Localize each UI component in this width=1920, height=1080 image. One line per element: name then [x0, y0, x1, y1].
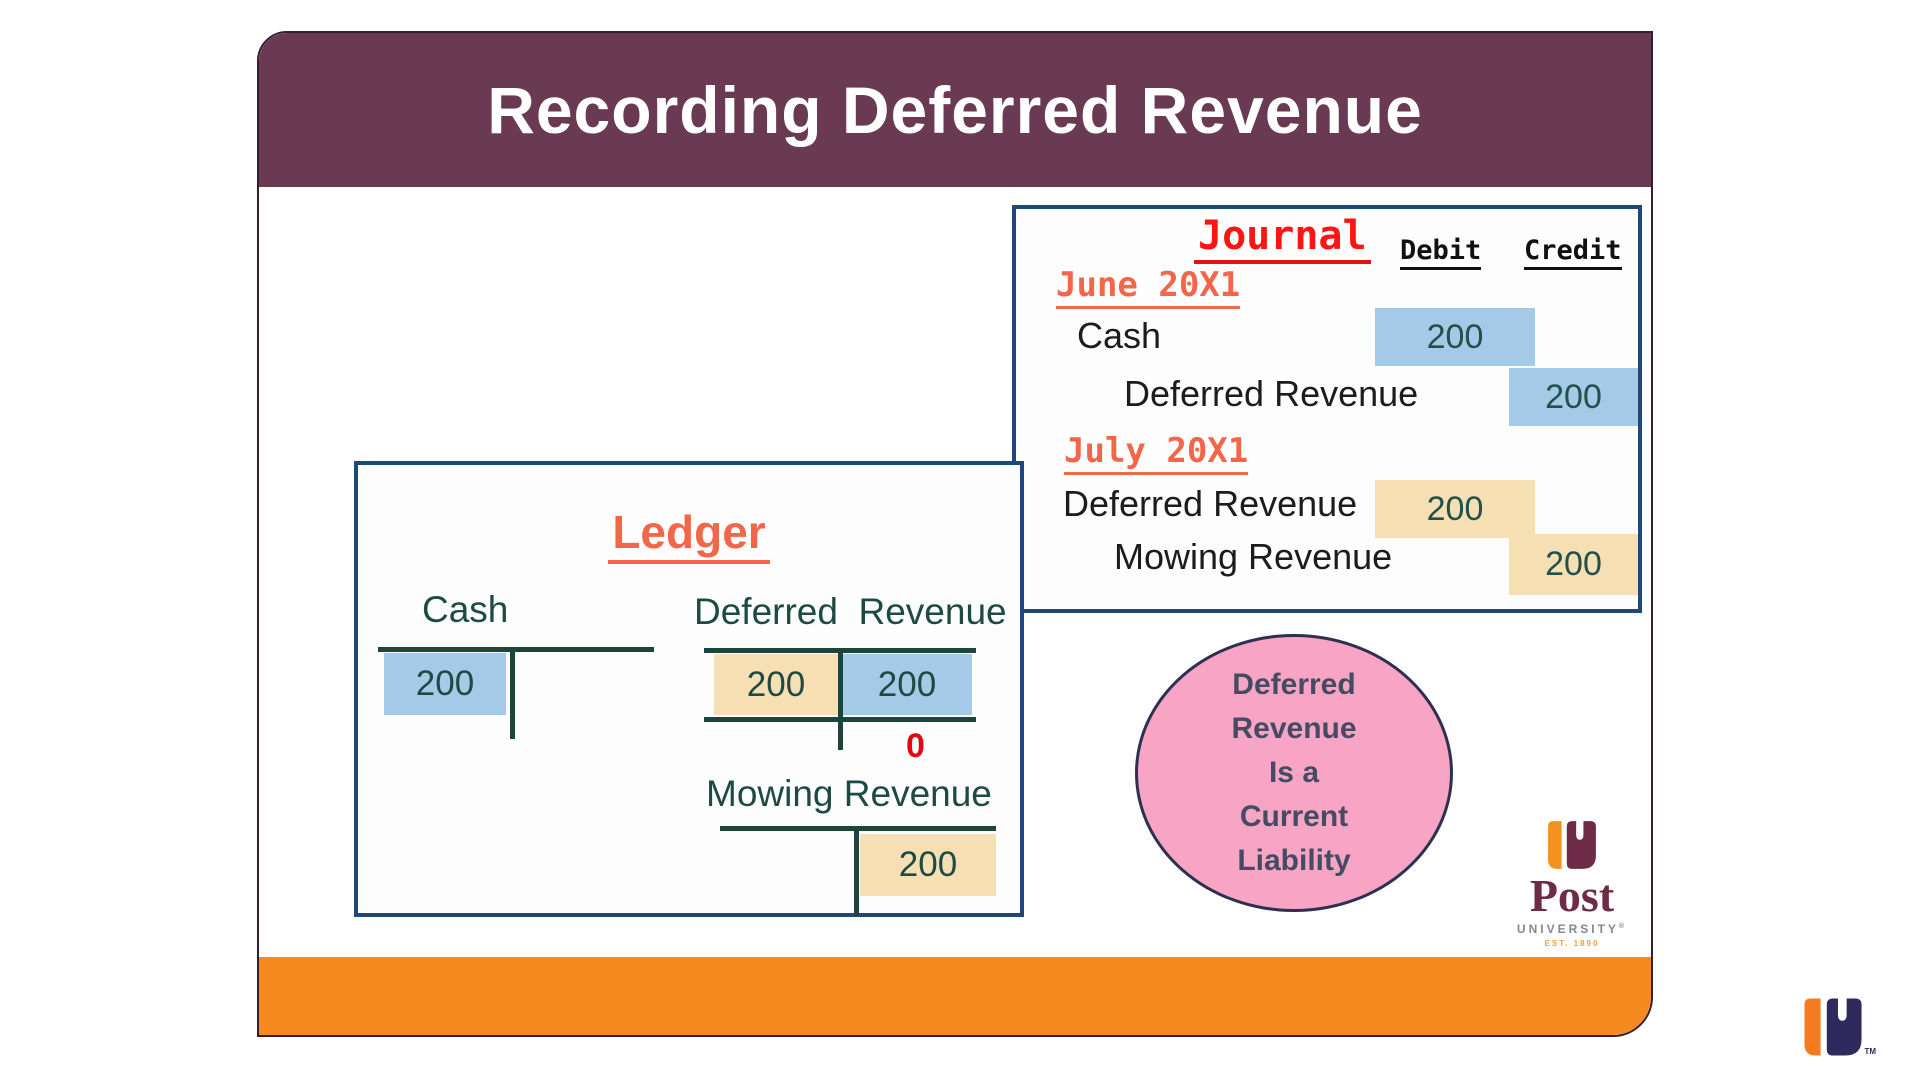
corner-u-mark-icon: [1804, 998, 1862, 1056]
deferred-revenue-callout: Deferred Revenue Is a Current Liability: [1135, 634, 1453, 912]
est-1890-text: EST. 1890: [1544, 939, 1600, 948]
journal-title: Journal: [1194, 213, 1371, 264]
journal-date-june: June 20X1: [1056, 265, 1241, 309]
amount: 200: [1426, 317, 1484, 356]
journal-box: Journal Debit Credit June 20X1 Cash 200 …: [1012, 205, 1642, 613]
amount: 200: [1545, 377, 1602, 416]
mowing-revenue-stem: [854, 826, 859, 916]
amount: 200: [898, 845, 958, 884]
corner-logo: TM: [1800, 996, 1876, 1062]
university-label: UNIVERSITY: [1516, 922, 1619, 936]
deferred-revenue-debit-amount: 200: [714, 654, 838, 715]
callout-line: Liability: [1237, 844, 1351, 877]
cash-t-account-stem: [510, 647, 515, 739]
journal-july-credit-amount: 200: [1509, 534, 1638, 595]
university-text: UNIVERSITY®: [1517, 922, 1627, 936]
deferred-revenue-t-account-label: Deferred Revenue: [694, 591, 1007, 632]
slide-footer-bar: [259, 957, 1651, 1035]
callout-line: Deferred: [1232, 668, 1356, 701]
mowing-revenue-t-account-label: Mowing Revenue: [706, 773, 992, 814]
mowing-revenue-credit-amount: 200: [860, 834, 996, 896]
deferred-revenue-credit-amount: 200: [842, 654, 972, 715]
amount: 200: [415, 664, 475, 703]
ledger-title: Ledger: [608, 506, 770, 564]
amount: 200: [877, 664, 937, 704]
slide-title: Recording Deferred Revenue: [487, 73, 1423, 147]
journal-june-debit-account: Cash: [1077, 315, 1162, 356]
journal-july-debit-amount: 200: [1375, 480, 1535, 538]
post-university-logo: Post UNIVERSITY® EST. 1890: [1497, 819, 1647, 948]
journal-june-credit-account: Deferred Revenue: [1124, 373, 1419, 414]
journal-credit-header: Credit: [1524, 235, 1622, 270]
deferred-revenue-stem: [838, 648, 843, 750]
journal-july-credit-account: Mowing Revenue: [1114, 536, 1393, 577]
amount: 200: [746, 664, 806, 704]
post-wordmark: Post: [1529, 870, 1615, 921]
cash-t-account-top-line: [378, 647, 654, 652]
journal-debit-header: Debit: [1400, 235, 1482, 270]
deferred-revenue-balance: 0: [906, 727, 925, 765]
deferred-revenue-closing-line: [704, 717, 976, 722]
registered-mark: ®: [1618, 923, 1628, 930]
ledger-box: Ledger Cash 200 Deferred Revenue 200 200…: [354, 461, 1024, 917]
post-u-mark-icon: [1548, 821, 1596, 869]
ledger-title-row: Ledger: [358, 505, 1020, 564]
callout-line: Is a: [1268, 756, 1320, 789]
amount: 200: [1545, 545, 1602, 583]
cash-t-account-label: Cash: [422, 589, 509, 630]
cash-debit-amount: 200: [384, 653, 506, 715]
slide-header-bar: Recording Deferred Revenue: [259, 33, 1651, 187]
amount: 200: [1426, 489, 1484, 528]
presentation-slide: Recording Deferred Revenue Journal Debit…: [257, 31, 1653, 1037]
journal-july-debit-account: Deferred Revenue: [1063, 483, 1358, 524]
journal-june-credit-amount: 200: [1509, 368, 1638, 426]
callout-line: Revenue: [1231, 712, 1357, 745]
journal-date-july: July 20X1: [1064, 431, 1249, 475]
journal-june-debit-amount: 200: [1375, 308, 1535, 366]
callout-line: Current: [1239, 800, 1349, 833]
trademark-mark: TM: [1864, 1047, 1876, 1056]
